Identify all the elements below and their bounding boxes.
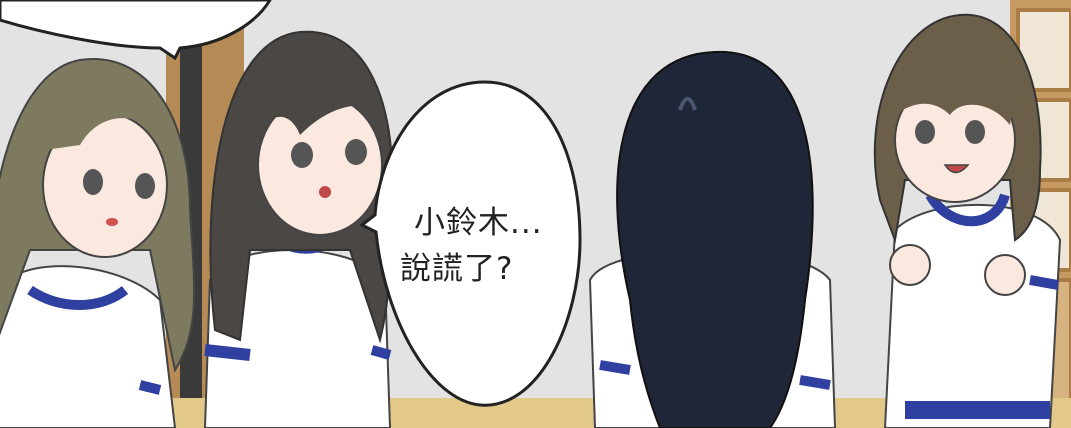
girl-brown-hair xyxy=(873,13,1062,428)
speech-line-2: 說謊了? xyxy=(400,251,514,287)
speech-bubble-text: 小鈴木... 說謊了? xyxy=(400,200,570,292)
girl-olive-hair xyxy=(0,58,196,428)
speech-line-1: 小鈴木... xyxy=(414,205,543,241)
speech-bubble-partial xyxy=(0,0,272,61)
girl-dark-gray-hair xyxy=(203,30,394,428)
speech-bubble-main xyxy=(359,80,582,407)
girl-navy-hair-back xyxy=(588,50,837,428)
